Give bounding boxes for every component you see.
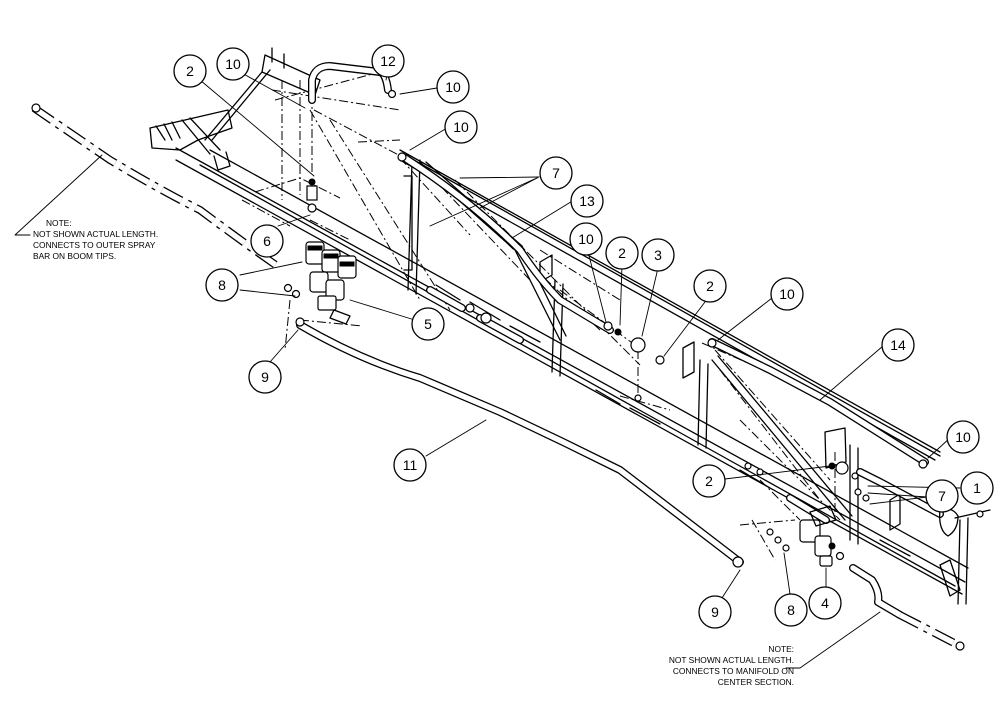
callout-bubble: 8 [774,593,808,627]
callout-bubble: 2 [693,269,727,303]
note-bottom-line: NOTE: [768,644,794,654]
svg-text:2: 2 [706,278,714,294]
note-bottom: NOTE: NOT SHOWN ACTUAL LENGTH. CONNECTS … [669,644,794,687]
svg-text:9: 9 [711,604,719,620]
note-left: NOTE: NOT SHOWN ACTUAL LENGTH. CONNECTS … [33,218,158,261]
svg-text:10: 10 [779,286,795,302]
svg-text:2: 2 [705,473,713,489]
callout-bubble: 4 [808,586,842,620]
svg-text:3: 3 [654,247,662,263]
svg-text:10: 10 [955,429,971,445]
svg-text:7: 7 [938,488,946,504]
svg-text:11: 11 [403,457,418,473]
svg-text:10: 10 [578,231,594,247]
svg-text:12: 12 [380,53,396,69]
boom-frame [149,47,969,605]
note-left-line: NOTE: [46,218,72,228]
svg-text:5: 5 [424,316,432,332]
callout-bubble: 10 [946,420,980,454]
note-left-line: BAR ON BOOM TIPS. [33,251,116,261]
callout-bubble: 10 [444,110,478,144]
callout-bubble: 10 [216,47,250,81]
note-left-line: CONNECTS TO OUTER SPRAY [33,240,156,250]
note-left-line: NOT SHOWN ACTUAL LENGTH. [33,229,158,239]
callout-bubble: 13 [570,184,604,218]
callout-bubble: 11 [393,448,427,482]
svg-text:8: 8 [218,277,226,293]
callout-bubble: 12 [371,44,405,78]
svg-text:10: 10 [225,56,241,72]
valve-cluster-right [732,505,845,568]
callout-bubble: 5 [411,307,445,341]
valve-cluster-left [283,178,357,327]
svg-text:8: 8 [787,602,795,618]
callout-bubble: 3 [641,238,675,272]
callout-bubble: 9 [698,595,732,629]
callout-bubble: 7 [925,479,959,513]
svg-text:14: 14 [890,337,906,353]
svg-text:6: 6 [263,233,271,249]
svg-text:4: 4 [821,595,829,611]
callout-bubble: 10 [436,70,470,104]
callout-bubble: 9 [248,360,282,394]
callout-bubble: 1 [960,471,994,505]
callout-bubble: 2 [605,236,639,270]
callout-bubble: 7 [539,156,573,190]
callout-bubble: 6 [250,224,284,258]
note-bottom-line: CENTER SECTION. [718,677,794,687]
callout-bubble: 8 [205,268,239,302]
svg-text:1: 1 [973,480,981,496]
svg-text:10: 10 [445,79,461,95]
callout-bubble: 14 [881,328,915,362]
note-bottom-line: CONNECTS TO MANIFOLD ON [673,666,794,676]
fittings-center [31,89,965,651]
callout-bubble: 2 [692,464,726,498]
svg-text:7: 7 [552,165,560,181]
svg-text:2: 2 [186,63,194,79]
note-bottom-line: NOT SHOWN ACTUAL LENGTH. [669,655,794,665]
hose-routing [31,62,962,650]
svg-text:9: 9 [261,369,269,385]
svg-text:2: 2 [618,245,626,261]
svg-text:13: 13 [579,193,595,209]
callout-bubble: 2 [173,54,207,88]
svg-text:10: 10 [453,119,469,135]
callout-leaders [14,63,961,669]
callout-bubble: 10 [770,277,804,311]
callout-bubble: 10 [569,222,603,256]
